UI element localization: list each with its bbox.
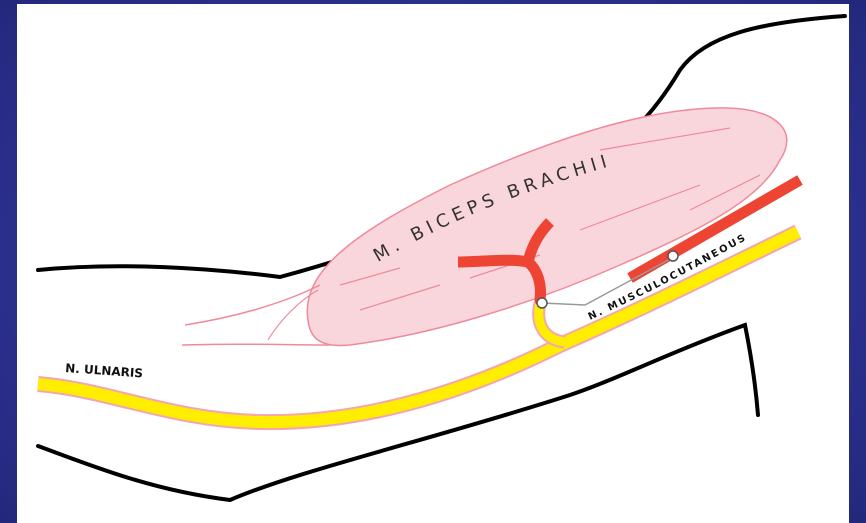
label-nerve-ulnaris: N. ULNARIS <box>65 361 144 380</box>
biceps-tendon-lower <box>182 344 330 345</box>
callout-marker-left <box>537 298 547 308</box>
vessel-y-left <box>458 260 528 262</box>
callout-marker-right <box>668 251 678 261</box>
biceps-tendon-upper <box>185 285 320 325</box>
